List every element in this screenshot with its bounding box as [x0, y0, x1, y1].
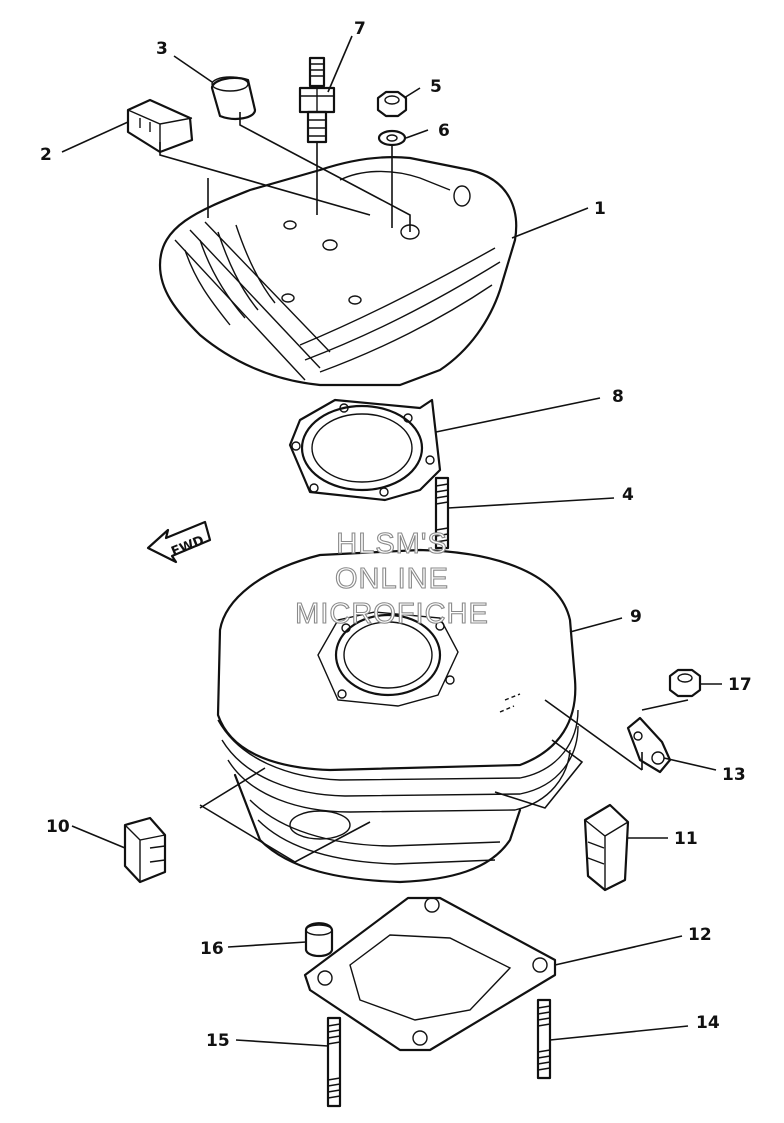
callout-2: 2: [40, 145, 52, 165]
part-11-cap: [583, 803, 630, 892]
part-5-nut: [376, 90, 408, 118]
part-16-dowel-pin: [304, 922, 334, 958]
callout-8: 8: [612, 387, 624, 407]
part-14-stud-bolt: [536, 998, 552, 1080]
part-8-head-gasket: [288, 398, 442, 502]
callout-16: 16: [200, 939, 224, 959]
callout-7: 7: [354, 19, 366, 39]
callout-leader-lines: [61, 35, 722, 1047]
watermark-line-3: MICROFICHE: [295, 598, 489, 630]
callout-15: 15: [206, 1031, 230, 1051]
callout-17: 17: [728, 675, 752, 695]
callout-1: 1: [594, 199, 606, 219]
callout-9: 9: [630, 607, 642, 627]
direction-label: FWD: [169, 533, 206, 560]
part-10-cap: [123, 816, 167, 884]
assembly-guide-lines: [159, 112, 411, 232]
callout-4: 4: [622, 485, 634, 505]
callout-10: 10: [46, 817, 70, 837]
forward-direction-arrow: FWD: [146, 520, 212, 564]
callout-14: 14: [696, 1013, 720, 1033]
callout-11: 11: [674, 829, 698, 849]
callout-5: 5: [430, 77, 442, 97]
cylinder-head: [158, 156, 518, 387]
part-3-cap: [210, 76, 257, 120]
part-15-stud-bolt: [326, 1016, 342, 1108]
part-4-stud-bolt: [434, 476, 450, 550]
part-7-spark-plug: [298, 56, 336, 144]
callout-13: 13: [722, 765, 746, 785]
callout-3: 3: [156, 39, 168, 59]
cylinder-guide-lines: [199, 699, 689, 863]
callout-12: 12: [688, 925, 712, 945]
watermark: HLSM'S ONLINE MICROFICHE: [295, 527, 489, 630]
part-17-nut: [668, 668, 702, 698]
watermark-line-2: ONLINE: [335, 563, 449, 595]
callout-6: 6: [438, 121, 450, 141]
part-12-base-gasket: [303, 896, 557, 1052]
part-9-cylinder: [216, 548, 579, 884]
part-6-washer: [377, 129, 407, 147]
watermark-line-1: HLSM'S: [336, 528, 447, 560]
